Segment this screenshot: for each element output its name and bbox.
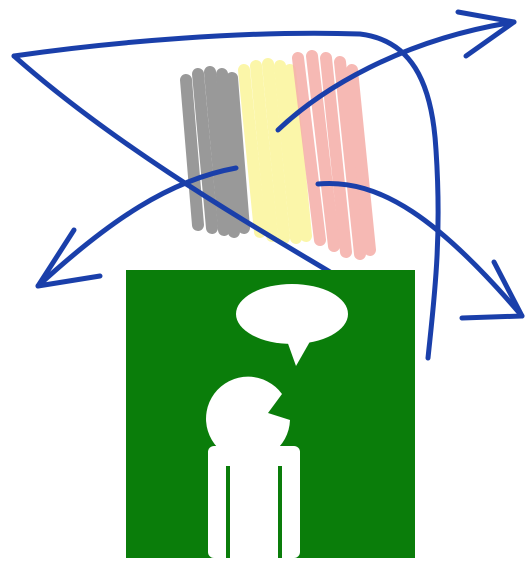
body-shape	[208, 446, 300, 558]
belgian-flag-scribble-icon	[186, 56, 370, 254]
person-speaking-icon	[126, 270, 415, 558]
speaker-panel	[126, 270, 415, 558]
